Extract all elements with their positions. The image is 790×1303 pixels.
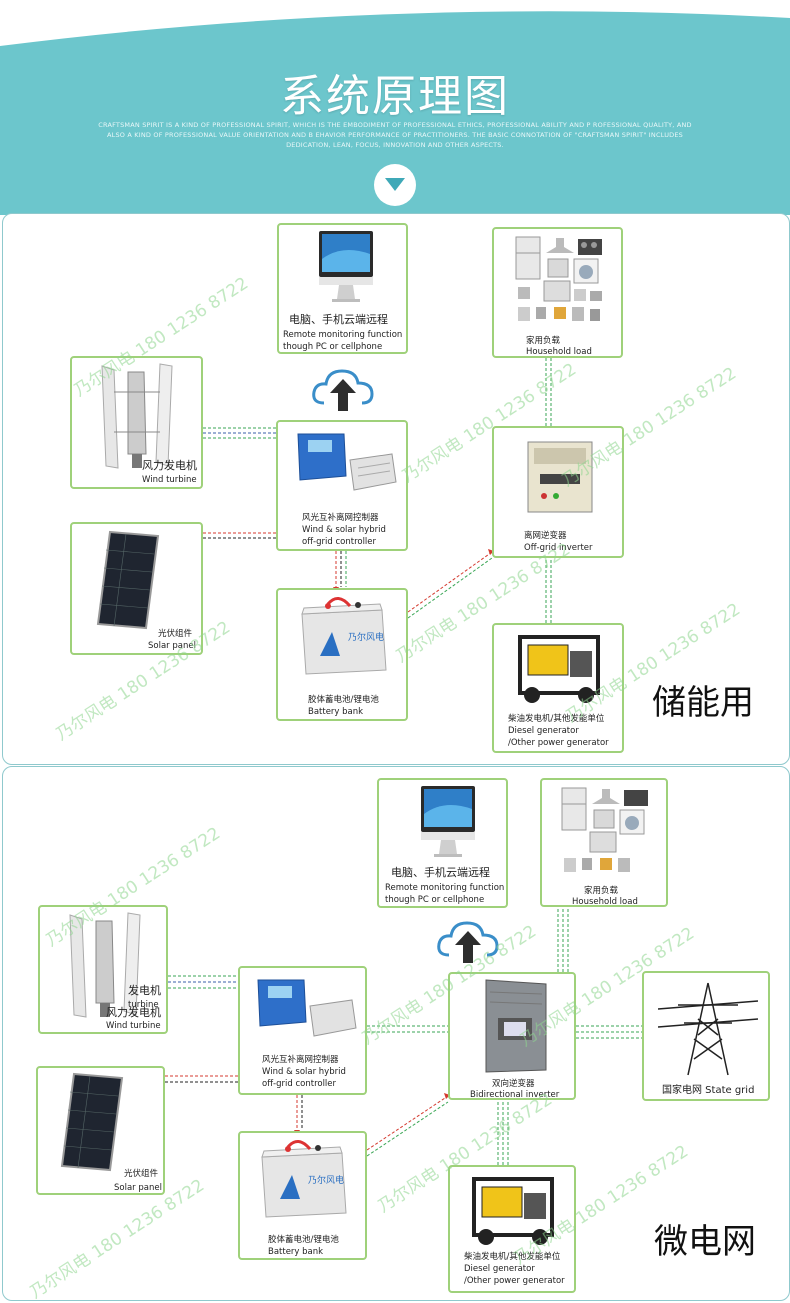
wind-cn-top: 发电机 (128, 984, 161, 997)
battery-cn: 胶体蓄电池/锂电池 (308, 695, 379, 705)
load-en: Household load (572, 897, 638, 907)
computer-box: 电脑、手机云端远程 Remote monitoring function tho… (277, 223, 408, 354)
computer-icon (319, 231, 373, 302)
solar-panel-box: 光伏组件 Solar panel (70, 522, 203, 655)
scroll-down-button[interactable] (374, 164, 416, 206)
generator-icon (518, 635, 600, 703)
inverter-icon (485, 979, 547, 1073)
solar-panel-box-2: 光伏组件 Solar panel (36, 1066, 165, 1195)
appliances-icon (515, 236, 602, 321)
diesel-cn: 柴油发电机/其他发能单位 (464, 1252, 561, 1262)
controller-cn: 风光互补离网控制器 (262, 1055, 339, 1065)
controller-en1: Wind & solar hybrid (302, 525, 386, 535)
diesel-en2: /Other power generator (464, 1276, 565, 1286)
solar-cn: 光伏组件 (158, 629, 193, 639)
diesel-generator-box-2: 柴油发电机/其他发能单位 Diesel generator /Other pow… (448, 1165, 576, 1293)
power-tower-icon (658, 982, 758, 1076)
battery-en: Battery bank (268, 1247, 324, 1257)
diesel-cn: 柴油发电机/其他发能单位 (508, 714, 605, 724)
page-subtitle: CRAFTSMAN SPIRIT IS A KIND OF PROFESSION… (98, 121, 692, 149)
header-banner: 系统原理图 CRAFTSMAN SPIRIT IS A KIND OF PROF… (0, 0, 790, 215)
controller-box: 风光互补离网控制器 Wind & solar hybrid off-grid c… (276, 420, 408, 551)
battery-box-2: 乃尔风电 胶体蓄电池/锂电池 Battery bank (238, 1131, 367, 1260)
battery-cn: 胶体蓄电池/锂电池 (268, 1235, 339, 1245)
controller-cn: 风光互补离网控制器 (302, 513, 379, 523)
bidirectional-inverter-box: 双向逆变器 Bidirectional inverter (448, 972, 576, 1100)
wind-en: Wind turbine (106, 1021, 161, 1031)
solar-panel-icon (96, 530, 160, 630)
controller-icon (257, 979, 357, 1037)
solar-panel-icon (60, 1072, 124, 1172)
diesel-en1: Diesel generator (508, 726, 579, 736)
storage-section-label: 储能用 (652, 683, 754, 723)
computer-line1: Remote monitoring function (385, 883, 505, 893)
wind-en: Wind turbine (142, 475, 197, 485)
computer-line1: Remote monitoring function (283, 330, 403, 340)
wind-cn: 风力发电机 (142, 459, 197, 472)
microgrid-section-label: 微电网 (654, 1222, 756, 1262)
computer-line2: though PC or cellphone (385, 895, 485, 905)
computer-title: 电脑、手机云端远程 (289, 313, 388, 326)
page-title: 系统原理图 (280, 71, 510, 122)
wind-en-top: turbine (128, 1000, 159, 1010)
computer-box-2: 电脑、手机云端远程 Remote monitoring function tho… (377, 778, 508, 908)
generator-icon (472, 1177, 554, 1245)
computer-icon (421, 786, 475, 857)
battery-en: Battery bank (308, 707, 364, 717)
controller-box-2: 风光互补离网控制器 Wind & solar hybrid off-grid c… (238, 966, 367, 1095)
load-cn: 家用负载 (584, 886, 619, 896)
inverter-cn: 双向逆变器 (492, 1079, 535, 1089)
svg-text:乃尔风电: 乃尔风电 (308, 1174, 344, 1186)
state-grid-box: 国家电网 State grid (642, 971, 770, 1101)
controller-icon (297, 433, 397, 491)
appliances-icon (561, 787, 648, 872)
solar-cn: 光伏组件 (124, 1169, 159, 1179)
header-curve (0, 0, 790, 46)
computer-title: 电脑、手机云端远程 (391, 866, 490, 879)
household-load-box: 家用负载 Household load (492, 227, 623, 358)
load-cn: 家用负载 (526, 336, 561, 346)
load-en: Household load (526, 347, 592, 357)
wind-turbine-icon (69, 912, 141, 1018)
offgrid-inverter-box: 离网逆变器 Off-grid inverter (492, 426, 624, 558)
wind-cn: 风力发电机 (106, 1006, 161, 1019)
controller-en2: off-grid controller (302, 537, 377, 547)
solar-en: Solar panel (114, 1183, 162, 1193)
diesel-en2: /Other power generator (508, 738, 609, 748)
inverter-en: Off-grid inverter (524, 543, 593, 553)
battery-icon: 乃尔风电 (261, 1140, 347, 1218)
controller-en2: off-grid controller (262, 1079, 337, 1089)
wind-turbine-icon (101, 363, 173, 469)
grid-label: 国家电网 State grid (662, 1085, 755, 1096)
inverter-en: Bidirectional inverter (470, 1090, 560, 1100)
chevron-down-icon (385, 178, 405, 191)
household-load-box-2: 家用负载 Household load (540, 778, 668, 907)
battery-box: 乃尔风电 胶体蓄电池/锂电池 Battery bank (276, 588, 408, 721)
cloud-upload-icon (312, 369, 374, 411)
svg-text:乃尔风电: 乃尔风电 (348, 631, 384, 643)
wind-turbine-box: 风力发电机 Wind turbine (70, 356, 203, 489)
diesel-en1: Diesel generator (464, 1264, 535, 1274)
computer-line2: though PC or cellphone (283, 342, 383, 352)
battery-icon: 乃尔风电 (301, 597, 387, 675)
diesel-generator-box: 柴油发电机/其他发能单位 Diesel generator /Other pow… (492, 623, 624, 753)
wind-turbine-box-2: 发电机 turbine 风力发电机 Wind turbine (38, 905, 168, 1034)
inverter-cn: 离网逆变器 (524, 531, 567, 541)
controller-en1: Wind & solar hybrid (262, 1067, 346, 1077)
inverter-icon (527, 441, 593, 513)
solar-en: Solar panel (148, 641, 196, 651)
cloud-upload-icon (437, 921, 499, 963)
